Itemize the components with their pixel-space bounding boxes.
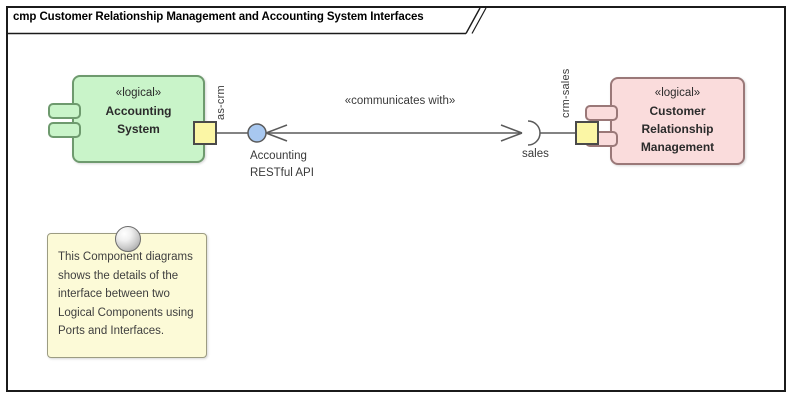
provided-interface-label-line2: RESTful API	[250, 167, 314, 179]
provided-interface-label-line1: Accounting	[250, 150, 307, 162]
component-crm[interactable]: «logical» Customer Relationship Manageme…	[610, 77, 745, 165]
communicates-with-label: «communicates with»	[344, 95, 456, 107]
sphere-adornment-icon	[115, 226, 141, 252]
crm-name-line3: Management	[640, 140, 715, 154]
component-tab-icon	[585, 105, 618, 121]
crm-name-line1: Customer	[649, 104, 706, 118]
accounting-stereotype: «logical»	[115, 87, 162, 99]
component-tab-icon	[48, 122, 81, 138]
crm-stereotype: «logical»	[654, 87, 701, 99]
port-crm-sales[interactable]	[575, 121, 599, 145]
port-label-as-crm: as-crm	[215, 85, 227, 120]
component-tab-icon	[48, 103, 81, 119]
port-label-crm-sales: crm-sales	[560, 68, 572, 118]
port-as-crm[interactable]	[193, 121, 217, 145]
crm-name-line2: Relationship	[641, 122, 714, 136]
component-accounting-system[interactable]: «logical» Accounting System	[72, 75, 205, 163]
component-accounting-text: «logical» Accounting System	[74, 77, 203, 138]
component-crm-text: «logical» Customer Relationship Manageme…	[612, 79, 743, 156]
diagram-frame-title: cmp Customer Relationship Management and…	[13, 11, 424, 23]
accounting-name-line2: System	[117, 122, 160, 136]
provided-interface-label: Accounting RESTful API	[250, 148, 314, 182]
required-interface-label: sales	[522, 148, 549, 160]
accounting-name-line1: Accounting	[105, 104, 172, 118]
note-text: This Component diagrams shows the detail…	[58, 251, 194, 337]
